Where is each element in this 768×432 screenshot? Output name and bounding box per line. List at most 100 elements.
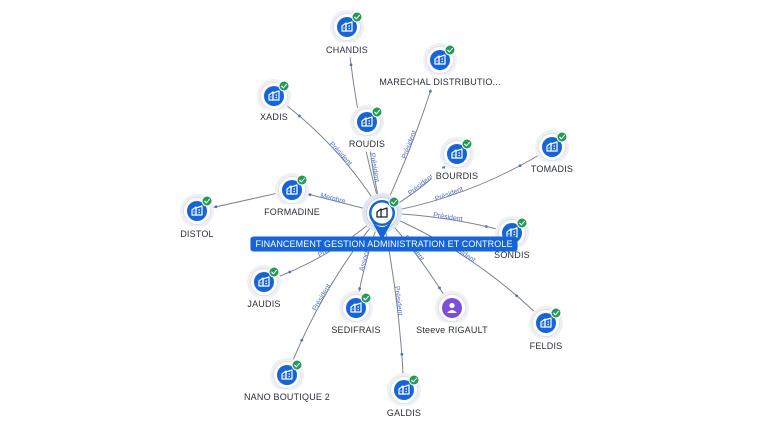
edge-arrow <box>515 294 519 298</box>
node-jaudis[interactable]: JAUDIS <box>243 265 285 312</box>
node-label: FELDIS <box>530 341 563 351</box>
node-label-box <box>260 204 324 220</box>
node-roudis[interactable]: ROUDIS <box>344 105 390 152</box>
building-icon <box>434 54 446 65</box>
edge-line <box>381 212 405 391</box>
edge-arrow <box>484 225 488 228</box>
node-xadis[interactable]: XADIS <box>255 79 293 125</box>
building-icon <box>361 116 373 127</box>
building-icon <box>258 276 270 287</box>
node-label: TOMADIS <box>531 164 573 174</box>
building-icon <box>540 317 552 328</box>
edge-arrow <box>288 270 292 274</box>
verified-check-icon <box>408 374 420 386</box>
edge-arrow <box>442 166 445 170</box>
building-icon <box>341 21 353 32</box>
edge-galdis: Président <box>381 212 405 391</box>
node-label: Steeve RIGAULT <box>416 325 488 335</box>
person-icon <box>447 302 457 313</box>
node-tomadis[interactable]: TOMADIS <box>526 130 578 177</box>
edge-arrow <box>400 352 404 356</box>
node-nano[interactable]: NANO BOUTIQUE 2 <box>239 358 335 405</box>
building-icon <box>191 205 203 216</box>
verified-check-icon <box>388 196 400 208</box>
node-galdis[interactable]: GALDIS <box>382 373 426 421</box>
node-sedifrais[interactable]: SEDIFRAIS <box>327 291 385 338</box>
center-label: FINANCEMENT GESTION ADMINISTRATION ET CO… <box>255 239 512 249</box>
node-marechal[interactable]: MARECHAL DISTRIBUTIO... <box>375 43 505 90</box>
node-label: SEDIFRAIS <box>331 325 380 335</box>
edge-arrow <box>358 287 362 290</box>
verified-check-icon <box>550 307 562 319</box>
center-label-box <box>250 236 518 252</box>
node-steeve[interactable]: Steeve RIGAULT <box>412 291 493 338</box>
node-label-box <box>322 42 372 58</box>
edge-line <box>286 212 383 376</box>
node-feldis[interactable]: FELDIS <box>525 306 567 354</box>
edge-line <box>381 146 553 214</box>
edge-label-roudis: Président <box>368 152 380 182</box>
edge-label-bourdis: Président <box>407 173 435 197</box>
building-icon <box>398 384 410 395</box>
node-label: SONDIS <box>494 250 530 260</box>
node-label-box <box>526 161 578 177</box>
building-icon <box>286 184 298 195</box>
edge-label-tomadis: Président <box>434 186 464 203</box>
verified-check-icon <box>291 359 303 371</box>
node-chandis[interactable]: CHANDIS <box>322 10 372 58</box>
node-label: BOURDIS <box>436 171 478 181</box>
building-icon <box>350 302 362 313</box>
edge-label-sondis: Président <box>433 212 463 223</box>
node-label: NANO BOUTIQUE 2 <box>244 392 330 402</box>
node-label-box <box>344 136 390 152</box>
edge-label-marechal: Président <box>401 130 418 160</box>
node-label: GALDIS <box>387 408 421 418</box>
node-formadine[interactable]: FORMADINE <box>260 173 324 220</box>
node-label-box <box>176 226 218 242</box>
nodes-layer: CHANDIS MARECHAL DISTRIBUTIO... XADIS ROUDI… <box>176 10 578 421</box>
node-distol[interactable]: DISTOL <box>176 194 218 242</box>
verified-check-icon <box>461 138 473 150</box>
verified-check-icon <box>556 131 568 143</box>
verified-check-icon <box>268 266 280 278</box>
node-label: MARECHAL DISTRIBUTIO... <box>379 77 500 87</box>
building-icon <box>268 90 280 101</box>
node-label-box <box>327 322 385 338</box>
node-label-box <box>243 296 285 312</box>
edge-arrow <box>308 193 312 197</box>
edge-arrow <box>518 164 522 168</box>
verified-check-icon <box>351 11 363 23</box>
verified-check-icon <box>201 195 213 207</box>
verified-check-icon <box>444 44 456 56</box>
node-label-box <box>412 322 493 338</box>
building-icon <box>451 148 463 159</box>
building-icon <box>281 369 293 380</box>
edge-label-nano: Président <box>312 283 333 312</box>
building-icon <box>376 207 388 218</box>
verified-check-icon <box>296 174 308 186</box>
edge-line <box>381 212 547 324</box>
node-label: XADIS <box>260 112 288 122</box>
verified-check-icon <box>516 217 528 229</box>
node-label-box <box>382 405 426 421</box>
node-label-box <box>239 389 335 405</box>
edge-arrow <box>438 286 441 290</box>
node-label: JAUDIS <box>247 299 280 309</box>
node-label: CHANDIS <box>326 45 368 55</box>
edge-arrow <box>349 63 353 67</box>
node-label: DISTOL <box>180 229 214 239</box>
edge-arrow <box>297 114 301 118</box>
node-label: FORMADINE <box>264 207 320 217</box>
center-inner <box>371 202 393 224</box>
node-label-box <box>255 109 293 125</box>
verified-check-icon <box>278 80 290 92</box>
edge-arrow <box>214 205 218 209</box>
center-node[interactable]: FINANCEMENT GESTION ADMINISTRATION ET CO… <box>250 193 518 252</box>
edge-arrow <box>428 89 432 93</box>
node-bourdis[interactable]: BOURDIS <box>431 137 483 184</box>
node-label-box <box>525 338 567 354</box>
building-icon <box>546 141 558 152</box>
verified-check-icon <box>360 292 372 304</box>
node-label-box <box>375 74 505 90</box>
